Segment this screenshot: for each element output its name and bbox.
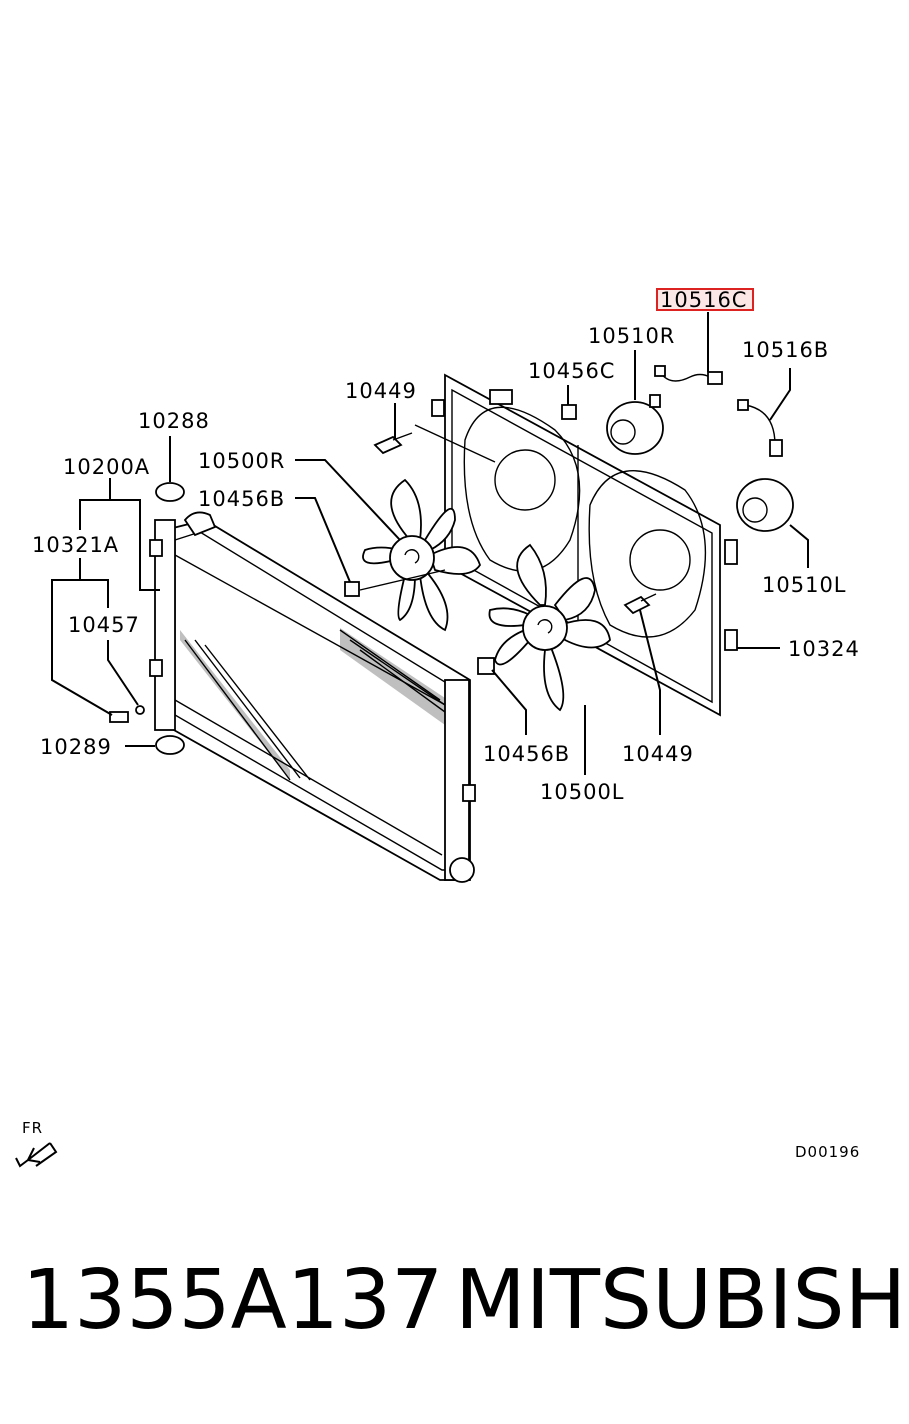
fan-10500L	[488, 543, 611, 712]
mount-10289	[155, 735, 185, 755]
mount-10288	[155, 482, 185, 502]
label-10200A: 10200A	[63, 455, 150, 479]
brand-name: MITSUBISHI	[455, 1253, 909, 1348]
label-10516C: 10516C	[660, 288, 747, 312]
motor-10510R	[606, 394, 664, 455]
nut-10456B-top	[344, 581, 360, 597]
bolt-10449-top	[373, 432, 413, 455]
label-10456B-bottom: 10456B	[483, 742, 570, 766]
nut-10456C	[561, 404, 577, 420]
leader-lines	[51, 312, 809, 775]
fan-10500R	[362, 478, 481, 632]
diagram-code: D00196	[795, 1143, 860, 1161]
label-10324: 10324	[788, 637, 860, 661]
harness-10516C	[654, 365, 723, 385]
label-10500R: 10500R	[198, 449, 285, 473]
part-number: 1355A137	[22, 1253, 444, 1348]
nut-10456B-bottom	[477, 657, 495, 675]
label-10500L: 10500L	[540, 780, 625, 804]
direction-label: FR	[22, 1119, 43, 1137]
drain-10457	[109, 705, 145, 723]
label-10289: 10289	[40, 735, 112, 759]
motor-10510L	[736, 478, 794, 532]
label-10321A: 10321A	[32, 533, 119, 557]
label-10457: 10457	[68, 613, 140, 637]
label-10449-bottom: 10449	[622, 742, 694, 766]
highlight-box	[656, 288, 754, 311]
radiator	[149, 511, 476, 883]
bolt-10449-bottom	[623, 593, 657, 615]
label-10516B: 10516B	[742, 338, 829, 362]
label-10449-top: 10449	[345, 379, 417, 403]
label-10510L: 10510L	[762, 573, 847, 597]
label-10456C: 10456C	[528, 359, 615, 383]
label-10510R: 10510R	[588, 324, 675, 348]
label-10288: 10288	[138, 409, 210, 433]
footer: 1355A137 MITSUBISHI	[0, 1260, 909, 1400]
front-direction-indicator: FR	[15, 1119, 58, 1168]
harness-10516B	[737, 399, 783, 457]
arrow-icon	[15, 1142, 58, 1168]
label-10456B-top: 10456B	[198, 487, 285, 511]
parts-diagram: 10516C 10510R 10516B 10456C 10449 10288 …	[15, 288, 860, 1168]
